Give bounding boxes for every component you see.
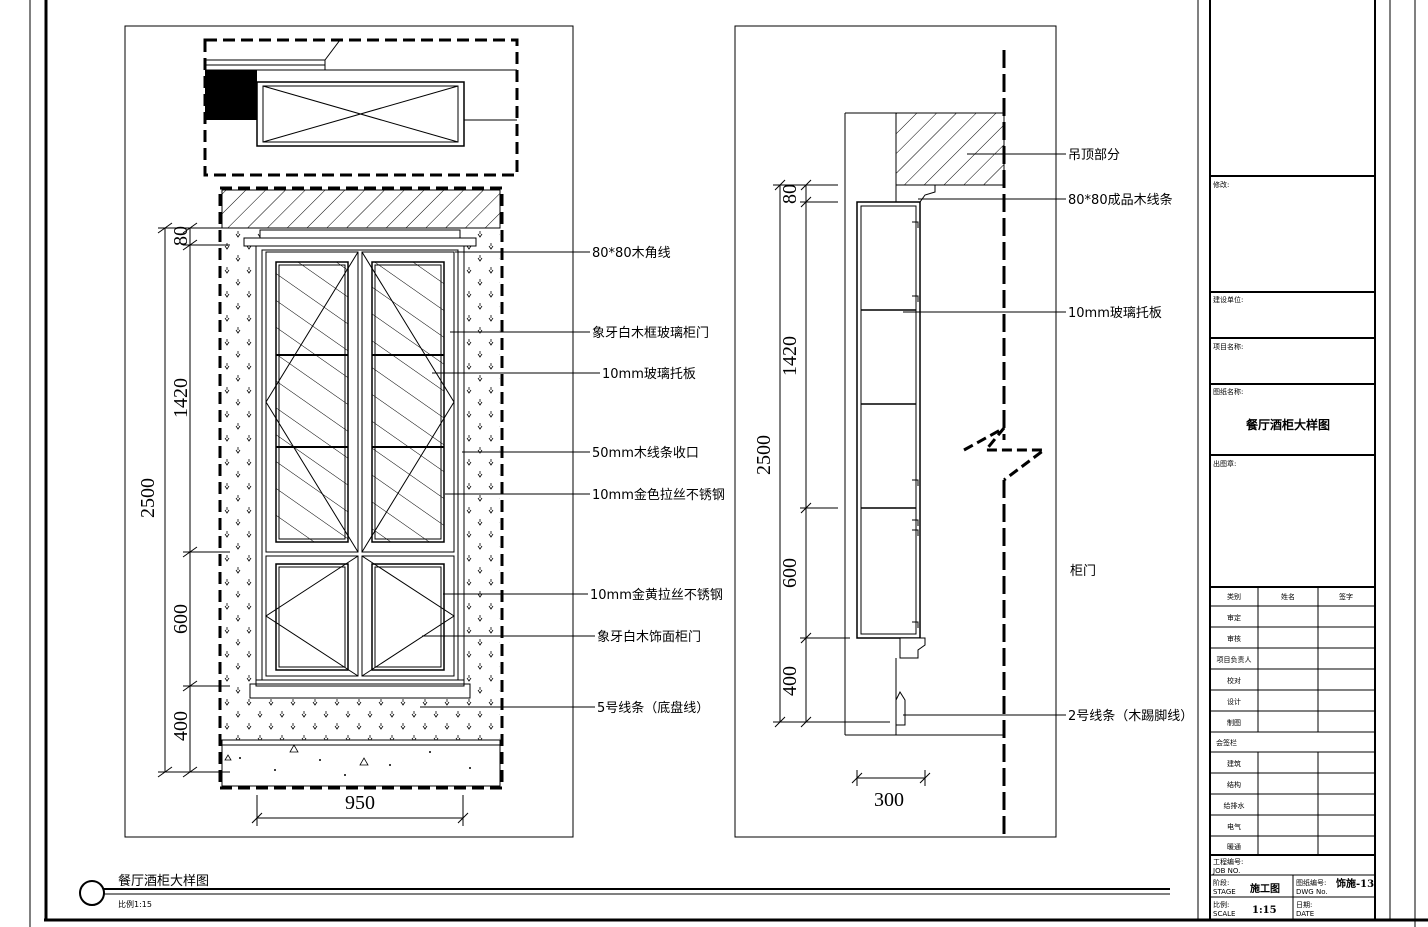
tb-project-name: 项目名称: xyxy=(1213,342,1243,351)
tb-revision: 修改: xyxy=(1213,180,1229,189)
side-dim-1420: 1420 xyxy=(779,336,801,376)
side-dim-300: 300 xyxy=(874,789,904,811)
side-dim-400: 400 xyxy=(779,666,801,696)
tb-drawing-name: 餐厅酒柜大样图 xyxy=(1246,417,1330,432)
tb-role: 设计 xyxy=(1227,697,1241,706)
tb-header-category: 类别 xyxy=(1227,592,1241,601)
front-label-glass-door: 象牙白木框玻璃柜门 xyxy=(592,325,709,341)
tb-stage: 阶段: xyxy=(1213,878,1229,887)
front-label-base-line: 5号线条（底盘线） xyxy=(597,700,709,716)
side-section: 80 1420 600 400 2500 300 吊顶部分 80*80成品木线条… xyxy=(734,25,1193,838)
side-label-skirting: 2号线条（木踢脚线） xyxy=(1068,708,1193,724)
tb-role: 审定 xyxy=(1227,613,1241,622)
front-label-wood-door: 象牙白木饰面柜门 xyxy=(597,629,701,645)
tb-scale-value: 1:15 xyxy=(1252,905,1277,916)
front-elevation: 80 1420 600 400 2500 950 80*80木角线 象牙白木框玻… xyxy=(124,25,725,838)
tb-discipline: 建筑 xyxy=(1227,759,1241,768)
tb-discipline: 暖通 xyxy=(1227,842,1241,851)
front-dimensions xyxy=(157,222,469,826)
tb-scale: 比例: xyxy=(1213,900,1229,909)
tb-role: 项目负责人 xyxy=(1217,655,1252,664)
front-dim-1420: 1420 xyxy=(170,378,192,418)
tb-discipline: 结构 xyxy=(1227,780,1241,789)
tb-scale-en: SCALE xyxy=(1213,910,1235,918)
front-label-glass-shelf: 10mm玻璃托板 xyxy=(602,367,696,382)
cabinet-front xyxy=(243,229,477,699)
drawing-title-text: 餐厅酒柜大样图 xyxy=(118,873,209,889)
side-dim-80: 80 xyxy=(779,184,801,204)
front-dim-600: 600 xyxy=(170,604,192,634)
hinges xyxy=(912,221,919,628)
side-label-molding: 80*80成品木线条 xyxy=(1068,192,1173,208)
tb-role: 校对 xyxy=(1227,676,1241,685)
front-label-golden-steel: 10mm金黄拉丝不锈钢 xyxy=(590,587,723,603)
front-dim-950: 950 xyxy=(345,792,375,814)
tb-dwg-no-value: 饰施-13 xyxy=(1336,877,1374,890)
side-label-door: 柜门 xyxy=(1070,564,1096,579)
tb-date-en: DATE xyxy=(1296,910,1314,918)
drawing-scale: 比例1:15 xyxy=(118,899,152,909)
front-leaders xyxy=(420,251,600,708)
tb-discipline: 电气 xyxy=(1227,822,1241,831)
tb-client: 建设单位: xyxy=(1213,295,1243,304)
tb-discipline: 给排水 xyxy=(1224,801,1245,810)
tb-sign-header: 会签栏 xyxy=(1216,738,1237,747)
front-label-trim: 50mm木线条收口 xyxy=(592,445,699,461)
tb-header-name: 姓名 xyxy=(1281,592,1295,601)
front-dim-80: 80 xyxy=(170,226,192,246)
side-dim-2500: 2500 xyxy=(753,435,775,475)
plan-view xyxy=(203,38,519,177)
tb-role: 审核 xyxy=(1227,634,1241,643)
front-dim-400: 400 xyxy=(170,711,192,741)
sheet-frame xyxy=(29,0,1428,927)
tb-header-sign: 签字 xyxy=(1339,592,1353,601)
floor-dots xyxy=(224,744,471,776)
tb-dwg-no-en: DWG No. xyxy=(1296,888,1328,896)
tb-dwg-no: 图纸编号: xyxy=(1296,878,1326,887)
side-dimensions xyxy=(773,179,931,786)
tb-role: 制图 xyxy=(1227,718,1241,727)
side-label-glass-shelf: 10mm玻璃托板 xyxy=(1068,306,1162,321)
tb-job-no: 工程编号: xyxy=(1213,857,1243,866)
side-dim-600: 600 xyxy=(779,558,801,588)
tb-stage-value: 施工图 xyxy=(1250,882,1280,895)
front-label-crown: 80*80木角线 xyxy=(592,246,671,261)
drawing-title xyxy=(79,880,1170,906)
side-leaders xyxy=(903,153,1066,716)
tb-job-no-en: JOB NO. xyxy=(1212,867,1240,875)
side-label-ceiling: 吊顶部分 xyxy=(1068,148,1120,163)
tb-drawing-name-label: 图纸名称: xyxy=(1213,387,1243,396)
front-dim-2500: 2500 xyxy=(137,478,159,518)
tb-stamp: 出图章: xyxy=(1213,459,1236,468)
tb-date: 日期: xyxy=(1296,901,1312,909)
title-block xyxy=(1197,0,1376,920)
tb-stage-en: STAGE xyxy=(1213,888,1236,896)
front-label-gold-steel: 10mm金色拉丝不锈钢 xyxy=(592,487,725,503)
